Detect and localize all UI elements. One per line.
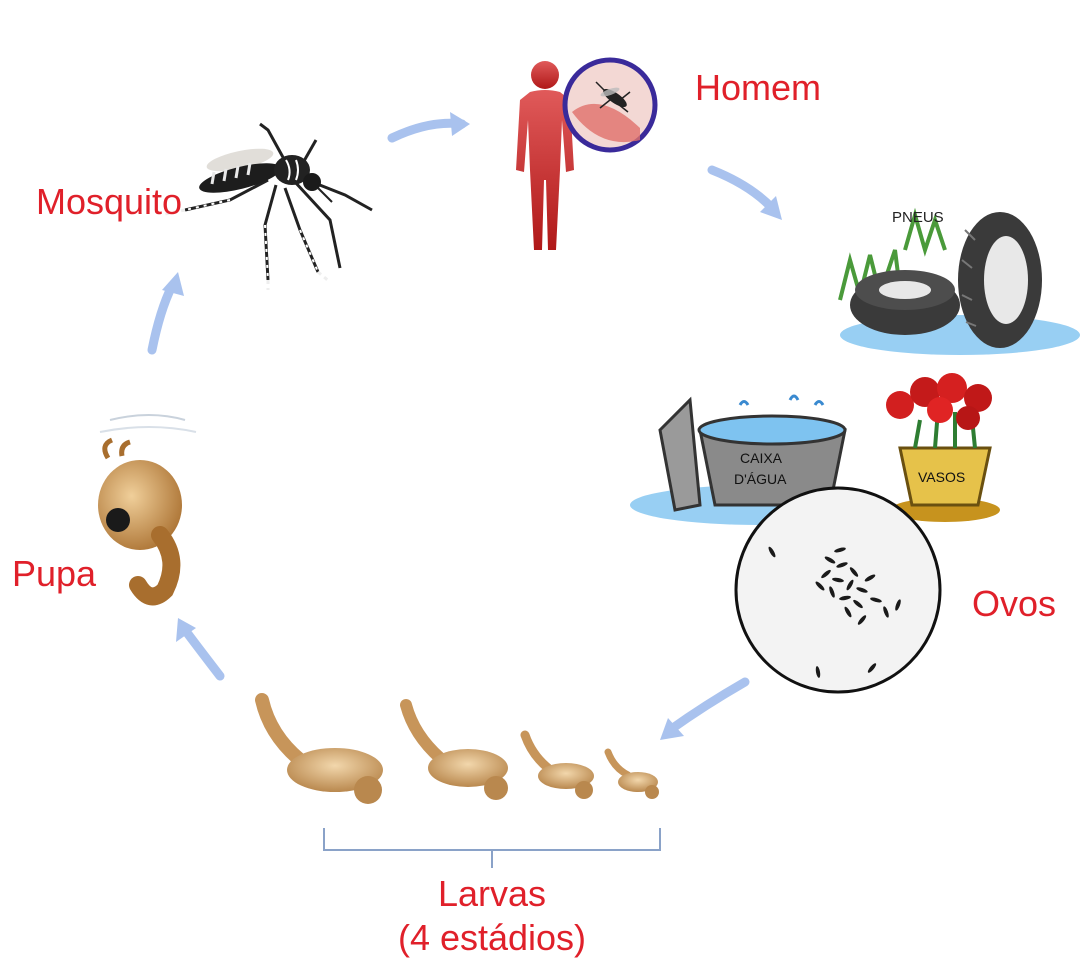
caixa-label-line1: CAIXA: [740, 450, 783, 466]
pneus-label: PNEUS: [892, 209, 944, 226]
larvas-bracket: [324, 828, 660, 868]
bite-zoom-circle: [565, 60, 655, 150]
larva-stage-4: [262, 700, 383, 804]
stage-label-larvas: Larvas: [392, 876, 592, 912]
tires-illustration: [840, 212, 1080, 355]
stage-label-ovos: Ovos: [972, 586, 1056, 622]
stage-label-larvas-sub: (4 estádios): [372, 920, 612, 956]
larva-stage-2: [525, 735, 594, 799]
eggs-zoom-circle: [736, 488, 940, 692]
arrow-mosquito-to-homem: [392, 112, 470, 138]
arrow-ovos-to-larvas: [660, 682, 745, 740]
caixa-label-line2: D'ÁGUA: [734, 471, 787, 487]
larva-stage-1: [608, 752, 659, 799]
arrow-pupa-to-mosquito: [152, 272, 184, 350]
stage-label-pupa: Pupa: [12, 556, 96, 592]
vasos-label: VASOS: [918, 469, 965, 485]
arrow-larvas-to-pupa: [176, 618, 220, 676]
arrow-homem-to-containers: [712, 170, 782, 220]
mosquito-illustration: [165, 124, 372, 290]
flower-pot-illustration: [886, 373, 1000, 522]
stage-label-homem: Homem: [695, 70, 821, 106]
larva-stage-3: [406, 705, 508, 800]
stage-label-mosquito: Mosquito: [36, 184, 182, 220]
pupa-illustration: [98, 415, 196, 596]
